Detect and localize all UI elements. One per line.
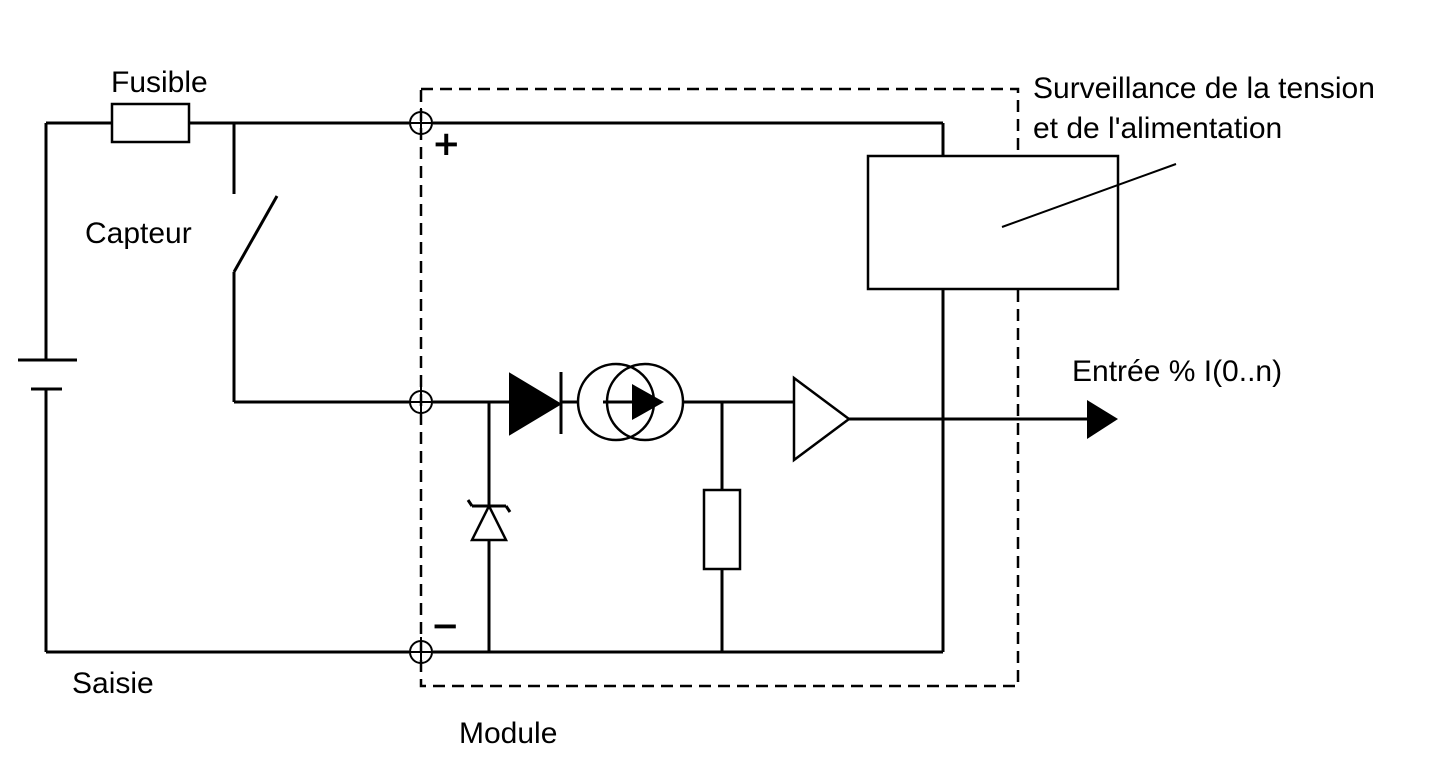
diode-icon xyxy=(509,372,578,436)
module-boundary xyxy=(419,87,1020,688)
ground-label: Saisie xyxy=(72,667,154,700)
zener-diode-icon xyxy=(466,499,512,542)
monitoring-block xyxy=(866,154,1120,291)
plus-symbol: + xyxy=(432,124,461,164)
monitor-label-line1: Surveillance de la tension xyxy=(1033,72,1375,105)
sensor-label: Capteur xyxy=(85,217,192,250)
battery-icon xyxy=(18,358,77,391)
current-source-icon xyxy=(576,362,685,442)
terminal-input-icon xyxy=(406,387,436,417)
output-label: Entrée % I(0..n) xyxy=(1072,355,1282,388)
fuse-label: Fusible xyxy=(111,66,208,99)
output-arrow-icon xyxy=(849,400,1118,439)
external-circuit xyxy=(44,121,409,654)
monitor-label-line2: et de l'alimentation xyxy=(1033,112,1282,145)
internal-wiring xyxy=(433,121,945,654)
fuse-icon xyxy=(110,102,191,144)
minus-symbol: − xyxy=(431,606,460,646)
resistor-icon xyxy=(702,488,742,571)
module-label: Module xyxy=(459,717,557,750)
switch-icon xyxy=(232,123,409,404)
buffer-amplifier-icon xyxy=(792,375,852,463)
terminal-plus-icon xyxy=(406,108,436,138)
terminal-minus-icon xyxy=(406,637,436,667)
monitoring-leader-line xyxy=(1001,163,1177,228)
